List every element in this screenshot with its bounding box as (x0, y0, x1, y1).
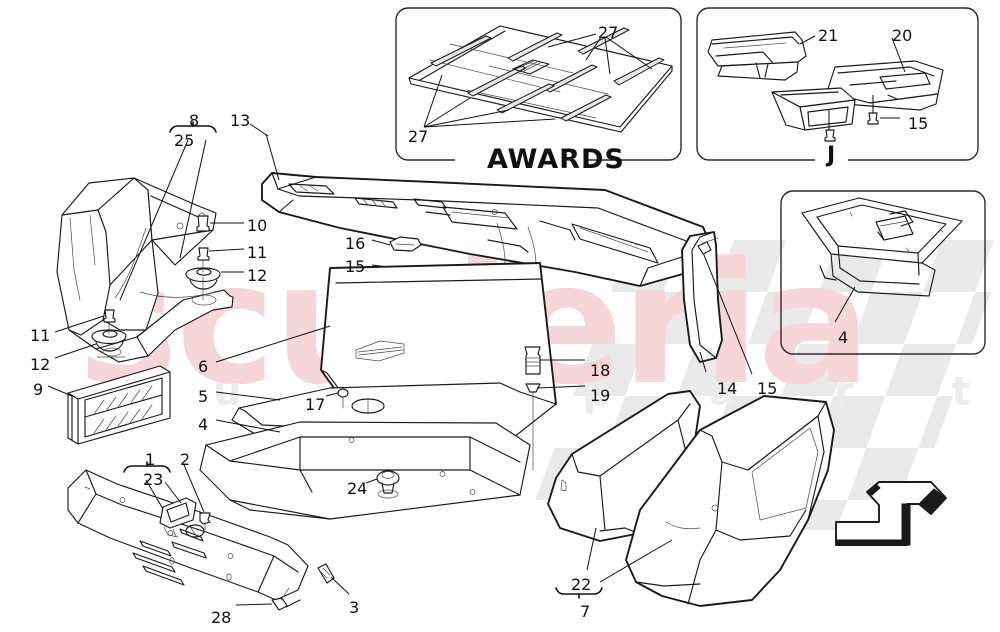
panel-border-j (696, 7, 979, 161)
callout-c6: 6 (198, 357, 209, 376)
callout-c24: 24 (347, 479, 368, 498)
brace-22-7 (555, 587, 603, 599)
part-4-storage-bin (801, 197, 963, 323)
part-11-bolt-lower (103, 309, 116, 335)
callout-c17: 17 (305, 395, 326, 414)
callout-c2: 2 (180, 450, 191, 469)
part-11-bolt-upper (197, 247, 210, 273)
callout-c11a: 11 (247, 243, 268, 262)
part-21-trim-strip (707, 31, 807, 81)
callout-c28: 28 (211, 608, 232, 627)
part-16-cap (371, 236, 422, 252)
part-10-bolt (196, 215, 210, 232)
part-8-25-side-trim (56, 177, 234, 363)
part-20-trim-strip (826, 60, 944, 111)
part-7-right-side-trim (599, 395, 835, 607)
part-23-latch-cover (159, 497, 197, 538)
callout-c9: 9 (33, 380, 44, 399)
callout-c22: 22 (571, 575, 592, 594)
leader-13 (249, 123, 269, 137)
part-19-washer (525, 383, 586, 471)
direction-arrow (835, 481, 947, 546)
callout-c4a: 4 (198, 415, 209, 434)
callout-c21: 21 (818, 26, 839, 45)
brace-1-23 (123, 461, 205, 513)
callout-c18: 18 (590, 361, 611, 380)
part-4-carpet-lower (199, 419, 531, 520)
callout-c7: 7 (580, 602, 591, 621)
callout-c1: 1 (145, 450, 156, 469)
part-17-plug (325, 388, 385, 414)
part-2-fastener (185, 512, 211, 538)
panel-label-awards: AWARDS (487, 144, 625, 175)
callout-c16: 16 (345, 234, 366, 253)
part-13-parcel-shelf (261, 133, 711, 287)
part-18-screw (524, 346, 585, 375)
part-27-floor-mat (408, 25, 673, 133)
callout-c10: 10 (247, 216, 268, 235)
callout-c12b: 12 (30, 355, 51, 374)
part-12-grommet-upper (185, 267, 221, 306)
part-9-vent-grille (67, 365, 171, 445)
leader-12b (54, 343, 97, 359)
callout-c27b: 27 (408, 127, 429, 146)
panel-border-awards (395, 7, 682, 161)
callout-c20: 20 (892, 26, 913, 45)
leader-11a (208, 248, 245, 252)
part-24-turn-knob (365, 470, 400, 499)
callout-c14: 14 (717, 379, 738, 398)
callout-c11b: 11 (30, 326, 51, 345)
callout-c15a: 15 (345, 257, 366, 276)
leader-20 (891, 37, 906, 73)
callout-c19: 19 (590, 386, 611, 405)
panel-label-j: J (827, 143, 836, 168)
callout-c27a: 27 (598, 23, 619, 42)
leader-11b (54, 315, 105, 333)
brace-8-25 (119, 121, 217, 301)
part-14-boot-side-panel (681, 231, 753, 375)
callout-c12a: 12 (247, 266, 268, 285)
callout-c8: 8 (189, 111, 200, 130)
part-j-tray (771, 87, 856, 131)
part-12-grommet-lower (91, 329, 127, 358)
callout-c25: 25 (174, 131, 195, 150)
panel-border-detail4 (780, 190, 986, 355)
leader-9 (47, 385, 73, 397)
part-15-screws-j (824, 95, 900, 142)
leader-21 (799, 35, 816, 45)
part-3-screw (317, 563, 350, 595)
part-28-clip (235, 587, 290, 611)
callout-c15b: 15 (757, 379, 778, 398)
callout-c4b: 4 (838, 328, 849, 347)
callout-c15c: 15 (908, 114, 929, 133)
callout-c5: 5 (198, 387, 209, 406)
callout-c13: 13 (230, 111, 251, 130)
callout-c23: 23 (143, 470, 164, 489)
callout-c3: 3 (349, 598, 360, 617)
